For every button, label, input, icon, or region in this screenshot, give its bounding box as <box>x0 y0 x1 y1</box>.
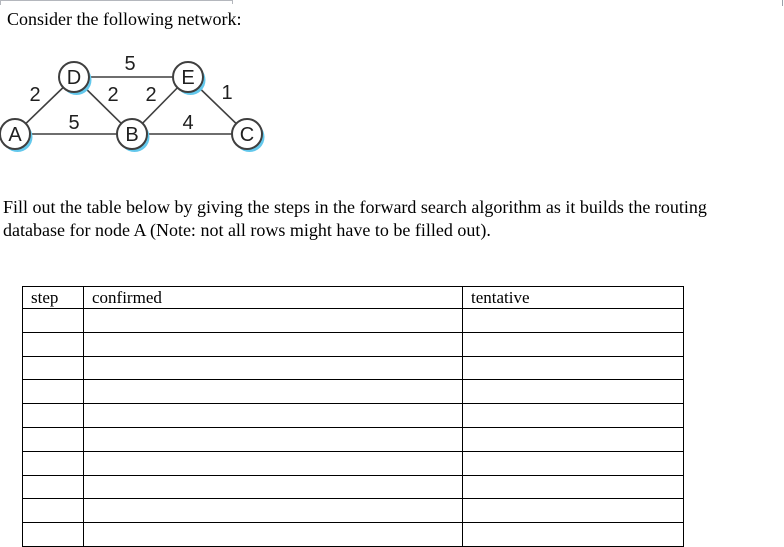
cell-tentative[interactable] <box>462 426 684 452</box>
edge-weight-E-C: 1 <box>221 82 232 104</box>
question-instructions: Fill out the table below by giving the s… <box>3 196 773 242</box>
edge-weight-D-B: 2 <box>107 84 118 106</box>
node-E <box>172 61 204 93</box>
cell-confirmed[interactable] <box>83 331 463 357</box>
screenshot-edge-tick-right <box>782 0 783 6</box>
cell-step[interactable] <box>22 331 84 357</box>
cell-tentative[interactable] <box>462 450 684 476</box>
cell-step[interactable] <box>22 379 84 405</box>
node-C <box>231 118 263 150</box>
instructions-line-1: Fill out the table below by giving the s… <box>3 197 707 217</box>
table-row <box>22 308 684 333</box>
routing-table-body <box>22 308 684 547</box>
node-A <box>0 118 31 150</box>
table-row <box>22 331 684 357</box>
column-header-tentative: tentative <box>462 286 684 309</box>
cell-step[interactable] <box>22 308 84 333</box>
cell-tentative[interactable] <box>462 379 684 405</box>
cell-confirmed[interactable] <box>83 308 463 333</box>
column-header-step: step <box>22 286 84 309</box>
node-label-E: E <box>181 67 194 89</box>
table-row <box>22 498 684 524</box>
table-row <box>22 403 684 428</box>
cell-step[interactable] <box>22 498 84 524</box>
cell-step[interactable] <box>22 474 84 500</box>
node-D <box>58 61 90 93</box>
node-label-C: C <box>240 124 254 146</box>
routing-table: step confirmed tentative <box>22 286 684 547</box>
cell-tentative[interactable] <box>462 498 684 524</box>
instructions-line-2: database for node A (Note: not all rows … <box>3 220 491 240</box>
cell-tentative[interactable] <box>462 474 684 500</box>
cell-step[interactable] <box>22 403 84 428</box>
cell-confirmed[interactable] <box>83 474 463 500</box>
cell-confirmed[interactable] <box>83 403 463 428</box>
screenshot-edge-line <box>0 0 233 1</box>
cell-confirmed[interactable] <box>83 450 463 476</box>
cell-step[interactable] <box>22 355 84 381</box>
screenshot-edge-tick-left <box>0 0 1 5</box>
cell-step[interactable] <box>22 426 84 452</box>
table-row <box>22 355 684 381</box>
question-title: Consider the following network: <box>7 9 242 29</box>
edge-weight-A-D: 2 <box>29 84 40 106</box>
cell-confirmed[interactable] <box>83 426 463 452</box>
cell-tentative[interactable] <box>462 331 684 357</box>
cell-tentative[interactable] <box>462 308 684 333</box>
cell-tentative[interactable] <box>462 403 684 428</box>
cell-confirmed[interactable] <box>83 379 463 405</box>
edge-weight-A-B: 5 <box>68 112 79 134</box>
table-row <box>22 426 684 452</box>
cell-tentative[interactable] <box>462 355 684 381</box>
cell-confirmed[interactable] <box>83 498 463 524</box>
cell-confirmed[interactable] <box>83 355 463 381</box>
node-label-D: D <box>67 67 81 89</box>
cell-step[interactable] <box>22 450 84 476</box>
screenshot-edge-tick-middle <box>232 0 233 4</box>
edge-weight-D-E: 5 <box>124 53 135 75</box>
node-B <box>116 118 148 150</box>
table-row <box>22 450 684 476</box>
column-header-confirmed: confirmed <box>83 286 463 309</box>
table-row <box>22 379 684 405</box>
edge-weight-B-E: 2 <box>145 84 156 106</box>
table-row <box>22 474 684 500</box>
edge-weight-B-C: 4 <box>182 112 193 134</box>
table-header-row: step confirmed tentative <box>22 286 684 309</box>
node-label-B: B <box>125 124 138 146</box>
node-label-A: A <box>8 124 22 146</box>
